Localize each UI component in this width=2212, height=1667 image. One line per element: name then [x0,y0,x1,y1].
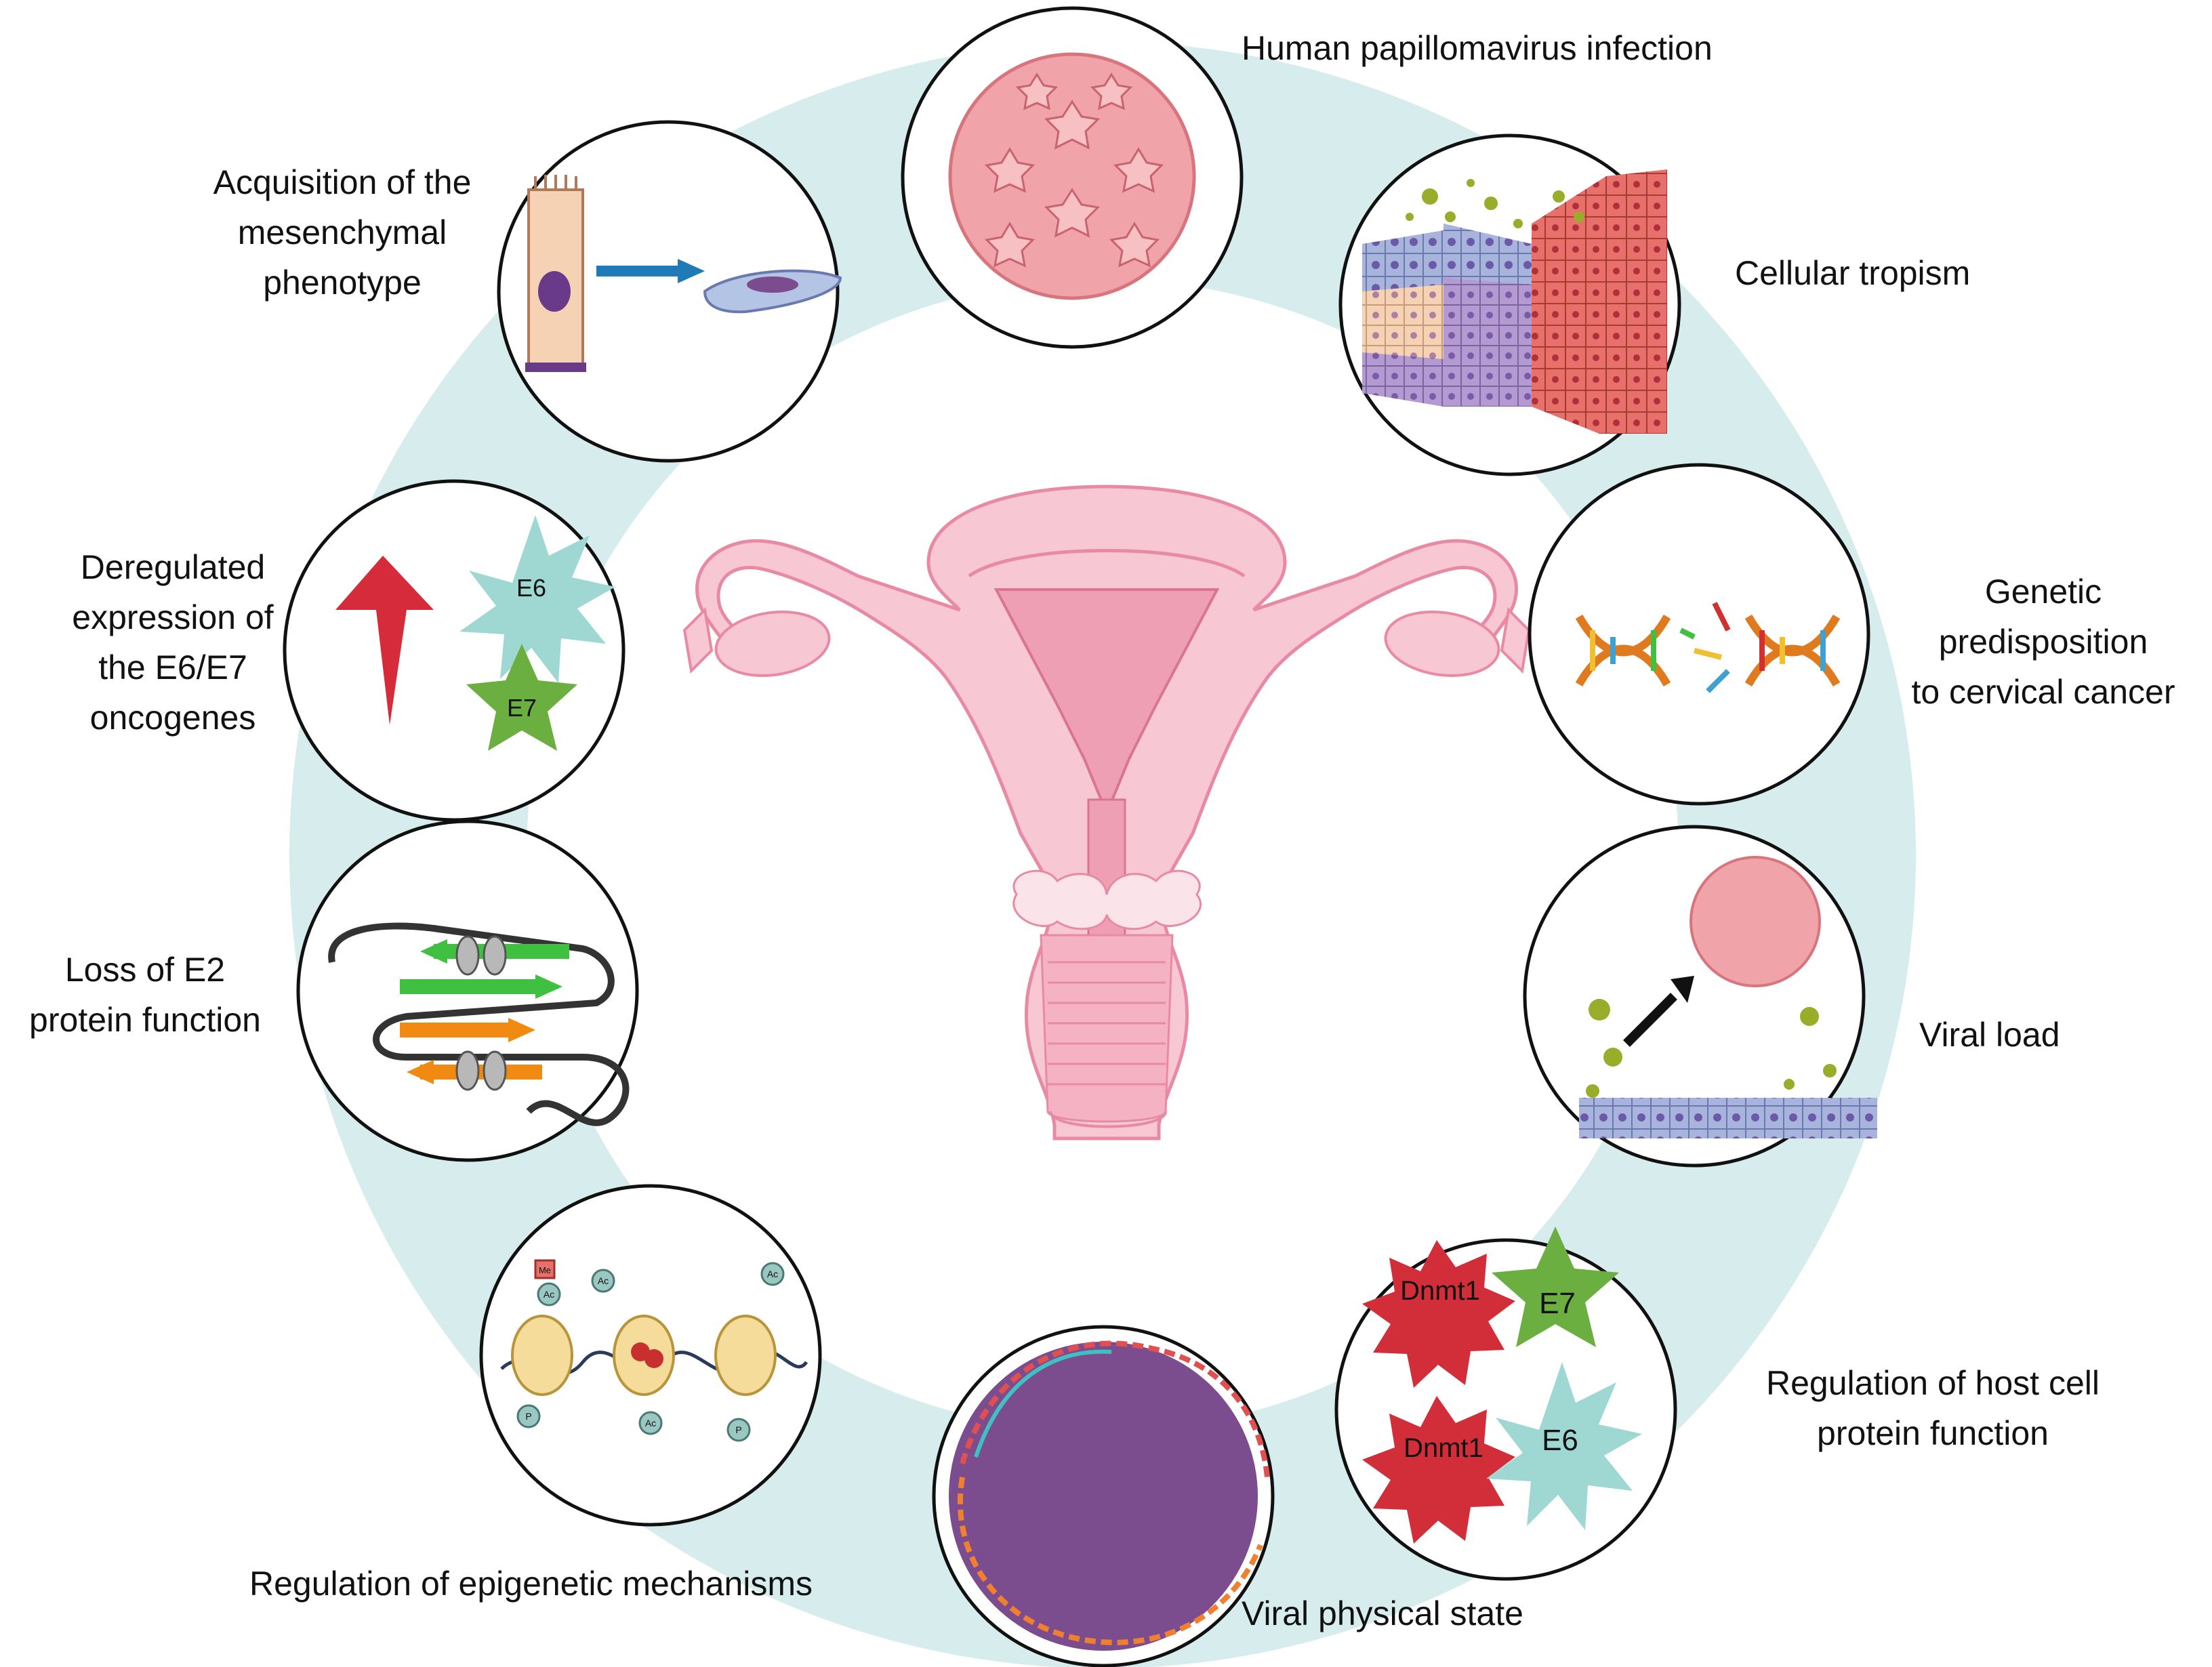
circle-physical-state [932,1325,1275,1667]
dna-icon [1575,615,1841,686]
dnmt1-label-top: Dnmt1 [1400,1276,1480,1306]
svg-text:Ac: Ac [544,1289,554,1300]
svg-text:Me: Me [539,1265,551,1275]
svg-text:E6: E6 [516,574,546,602]
circle-epigenetic: Ac Ac Ac P Ac P Me [479,1184,822,1527]
label-physical-state: Viral physical state [1242,1594,1523,1632]
virus-small-icon [1689,856,1821,987]
circle-host-protein: Dnmt1 E7 Dnmt1 E6 [1334,1227,1677,1581]
svg-text:E7: E7 [507,694,537,722]
label-mesenchymal: Acquisition of the mesenchymal phenotype [213,163,472,302]
e6-star-bottom [1486,1362,1642,1530]
circle-e2-loss [296,819,639,1162]
dnmt1-badge-top [1362,1240,1515,1388]
circle-hpv-infection [901,6,1244,349]
circle-mesenchymal [497,120,842,463]
up-arrow-icon [335,556,434,725]
label-cellular-tropism: Cellular tropism [1735,254,1971,292]
black-arrow [1623,993,1677,1047]
dnmt1-badge-bottom [1362,1396,1515,1544]
svg-text:Ac: Ac [767,1269,778,1279]
e7-star-icon [466,644,577,751]
dnmt1-label-bottom: Dnmt1 [1404,1433,1483,1463]
viral-genome-circle [949,1342,1258,1651]
label-epigenetic: Regulation of epigenetic mechanisms [249,1565,813,1603]
label-viral-load: Viral load [1919,1016,2060,1054]
circle-genetic [1528,463,1870,806]
virus-icon [948,52,1196,300]
svg-text:P: P [525,1411,531,1422]
svg-text:P: P [735,1424,741,1435]
svg-text:Ac: Ac [645,1418,656,1428]
tumor-cells [1532,169,1667,434]
label-host-protein: Regulation of host cell protein function [1766,1364,2100,1452]
label-deregulated: Deregulated expression of the E6/E7 onco… [72,548,274,737]
label-e2-loss: Loss of E2 protein function [29,951,261,1039]
uterus-illustration [682,485,1531,1140]
svg-text:E7: E7 [1539,1287,1576,1320]
svg-text:Ac: Ac [598,1275,609,1286]
circle-deregulated: E6 E7 [283,479,626,822]
circle-cellular-tropism [1338,133,1681,476]
svg-text:E6: E6 [1542,1424,1578,1457]
e7-star-top [1492,1227,1619,1347]
label-genetic: Genetic predisposition to cervical cance… [1911,573,2175,711]
circle-viral-load [1523,825,1877,1168]
e6-star-icon [459,515,615,683]
label-hpv-infection: Human papillomavirus infection [1242,29,1713,67]
